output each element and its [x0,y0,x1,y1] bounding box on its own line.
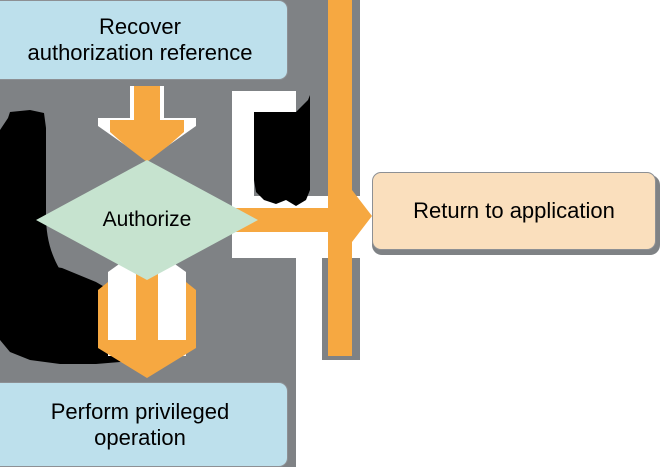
node-perform-privileged-operation[interactable]: Perform privileged operation [0,382,288,467]
node-perform-line2: operation [94,424,186,450]
node-recover-line2: authorization reference [27,40,253,65]
node-recover-line1: Recover [99,14,181,40]
edge2-stem [136,266,158,340]
node-return-label: Return to application [413,198,615,224]
halo-elbow [296,240,322,360]
node-authorize-label: Authorize [102,208,192,231]
edge-authorize-to-perform [98,262,196,378]
edge1-stem [137,86,157,160]
edge2-head [98,332,196,378]
node-authorize[interactable]: Authorize [36,160,258,280]
edge2-left-flank [98,282,108,346]
node-return-to-application[interactable]: Return to application [372,172,656,250]
edge2-right-flank [186,282,196,346]
node-recover-authorization-reference[interactable]: Recover authorization reference [0,0,288,80]
node-perform-line1: Perform privileged [50,398,230,424]
edge4-trunk [328,0,352,356]
edge-perform-to-return [328,0,352,356]
edge-recover-to-authorize [98,86,196,162]
redaction-right-blob [254,95,310,206]
